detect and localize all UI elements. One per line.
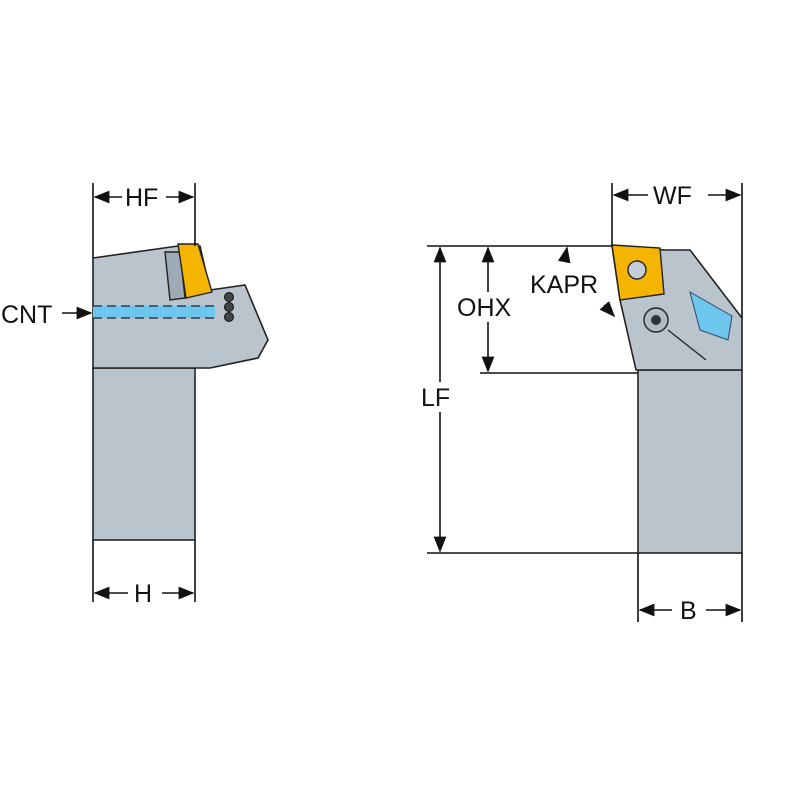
insert-side: [177, 243, 213, 299]
ohx-label: OHX: [457, 294, 512, 322]
top-view: WF LF OHX KAPR B: [418, 182, 743, 625]
screws-icon: [224, 292, 234, 322]
side-view: HF H CNT: [1, 183, 269, 608]
lf-label: LF: [421, 384, 450, 412]
coolant-channel: [93, 306, 215, 318]
insert-seat: [164, 251, 186, 301]
coolant-nozzle: [689, 290, 733, 341]
shank-side: [92, 367, 196, 541]
hf-label: HF: [125, 184, 158, 212]
kapr-label: KAPR: [530, 271, 598, 299]
cnt-label: CNT: [1, 301, 52, 329]
wf-label: WF: [653, 182, 692, 210]
b-label: B: [680, 597, 697, 625]
h-label: H: [134, 580, 152, 608]
insert-hole: [627, 260, 647, 280]
shank-top: [637, 369, 743, 554]
